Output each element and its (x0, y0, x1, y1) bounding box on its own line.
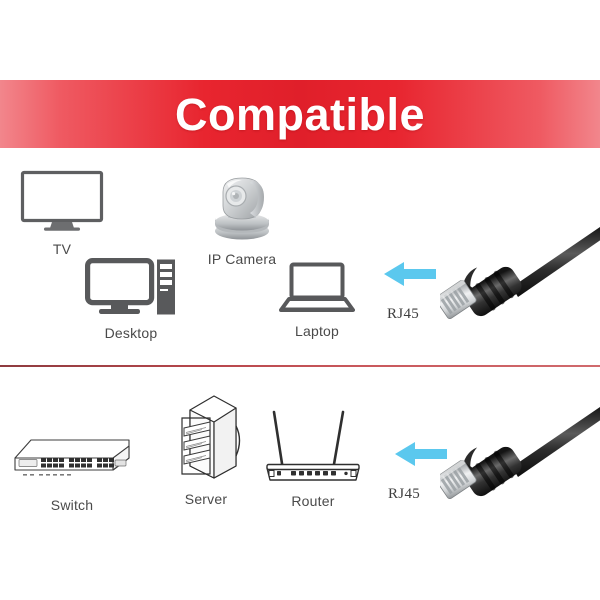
wifi-router-icon (261, 406, 365, 489)
device-label: Server (184, 491, 228, 507)
left-arrow-icon (395, 442, 447, 466)
top-rj45-label: RJ45 (387, 306, 420, 322)
top-compatibility-arrow (382, 258, 438, 295)
device-label: Laptop (294, 323, 340, 339)
top-rj45-cable (434, 225, 600, 340)
device-desktop: Desktop (76, 257, 186, 341)
device-label: Switch (50, 497, 94, 513)
bottom-rj45-cable (434, 405, 600, 520)
device-laptop: Laptop (273, 262, 361, 339)
bottom-compatibility-arrow (393, 438, 449, 475)
server-rack-icon (170, 392, 242, 487)
laptop-icon (279, 262, 355, 319)
title-banner: Compatible (0, 80, 600, 148)
bottom-rj45-label: RJ45 (388, 486, 421, 502)
device-switch: Switch (8, 418, 136, 513)
left-arrow-icon (384, 262, 436, 286)
section-divider (0, 365, 600, 367)
device-label: Router (291, 493, 335, 509)
page-title: Compatible (174, 88, 426, 140)
device-label: Desktop (104, 325, 158, 341)
device-tv: TV (16, 170, 108, 257)
device-server: Server (168, 392, 244, 507)
device-label: IP Camera (207, 251, 277, 267)
ip-camera-icon (201, 168, 283, 247)
device-ip-camera: IP Camera (192, 168, 292, 267)
tv-icon (20, 170, 104, 237)
device-router: Router (258, 406, 368, 509)
network-switch-icon (9, 418, 135, 493)
device-label: TV (52, 241, 72, 257)
desktop-computer-icon (84, 257, 177, 321)
